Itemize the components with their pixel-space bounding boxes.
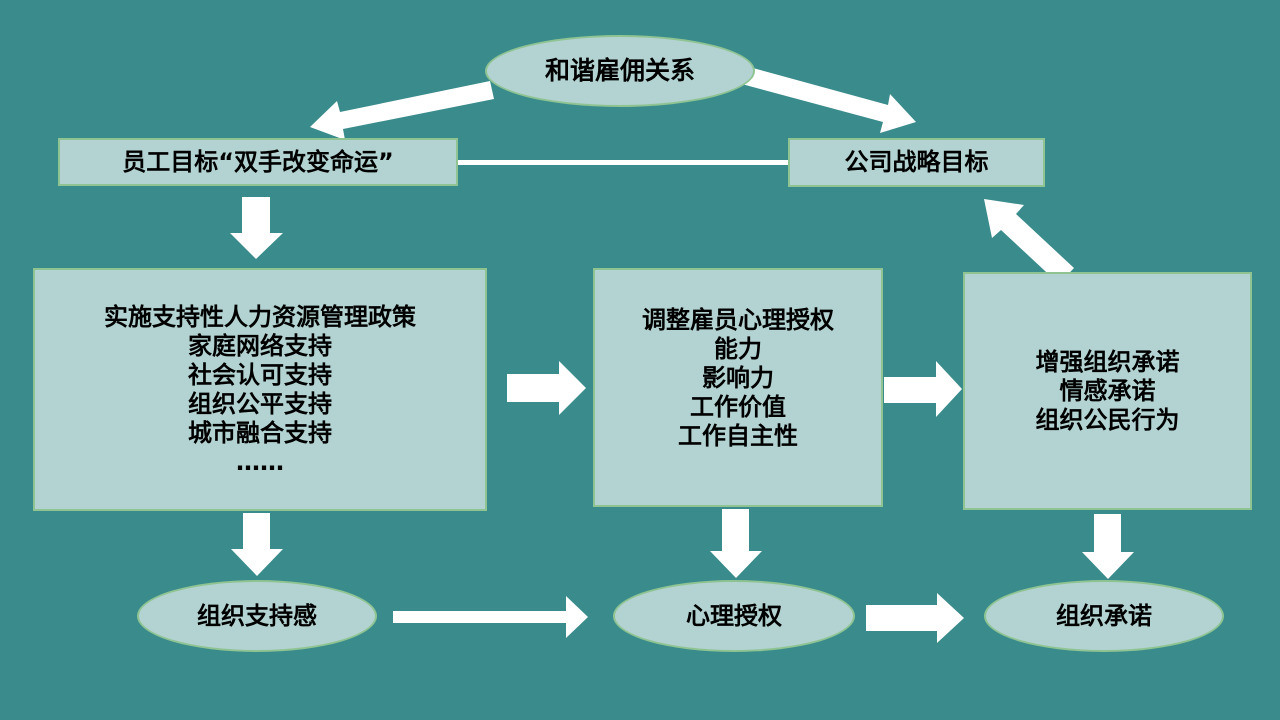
node-commitment-line: 增强组织承诺 [1035,347,1180,376]
node-hr-policy-line: 城市融合支持 [188,418,332,447]
node-empowerment-line: 工作价值 [690,393,786,421]
arrow-top-to-employee-goal [310,81,494,140]
node-commitment-line: 情感承诺 [1059,376,1156,405]
node-perceived-org-support: 组织支持感 [137,580,377,652]
node-company-goal-label: 公司战略目标 [844,148,989,177]
arrow-commitment-to-company-goal [984,199,1074,284]
connector-line [457,160,788,165]
node-hr-policy-line: 实施支持性人力资源管理政策 [104,302,416,331]
arrow-pe-to-oc [866,593,964,643]
arrow-employee-goal-down [230,197,283,259]
arrow-commitment-down [1082,514,1134,579]
node-empowerment-line: 影响力 [702,364,774,392]
node-psych-empowerment-label: 心理授权 [686,601,782,630]
node-hr-policy: 实施支持性人力资源管理政策 家庭网络支持 社会认可支持 组织公平支持 城市融合支… [33,268,487,511]
node-hr-policy-line: …… [236,447,284,476]
arrow-empowerment-to-commitment-box [884,361,962,417]
node-psych-empowerment: 心理授权 [613,580,855,652]
arrow-hrpolicy-to-empowerment [507,361,586,415]
node-empowerment-adjust: 调整雇员心理授权 能力 影响力 工作价值 工作自主性 [593,268,883,507]
node-hr-policy-line: 社会认可支持 [188,360,332,389]
node-company-goal: 公司战略目标 [788,138,1045,187]
node-harmonious-employment: 和谐雇佣关系 [485,35,755,107]
node-org-commitment: 组织承诺 [984,580,1224,652]
node-empowerment-line: 能力 [714,335,762,363]
arrow-hrpolicy-down [231,513,283,576]
arrow-pos-to-pe [393,596,588,638]
arrow-top-to-company-goal [738,65,916,133]
node-harmonious-employment-label: 和谐雇佣关系 [544,56,695,86]
node-commitment-enhance: 增强组织承诺 情感承诺 组织公民行为 [963,272,1252,510]
node-employee-goal: 员工目标“双手改变命运” [58,138,458,186]
node-hr-policy-line: 家庭网络支持 [188,331,332,360]
node-commitment-line: 组织公民行为 [1035,405,1180,434]
node-org-commitment-label: 组织承诺 [1056,601,1152,630]
node-empowerment-line: 调整雇员心理授权 [642,306,834,334]
node-perceived-org-support-label: 组织支持感 [197,601,317,630]
arrow-empowerment-down [710,509,762,578]
node-hr-policy-line: 组织公平支持 [188,389,332,418]
node-employee-goal-label: 员工目标“双手改变命运” [122,147,394,176]
node-empowerment-line: 工作自主性 [678,422,798,450]
